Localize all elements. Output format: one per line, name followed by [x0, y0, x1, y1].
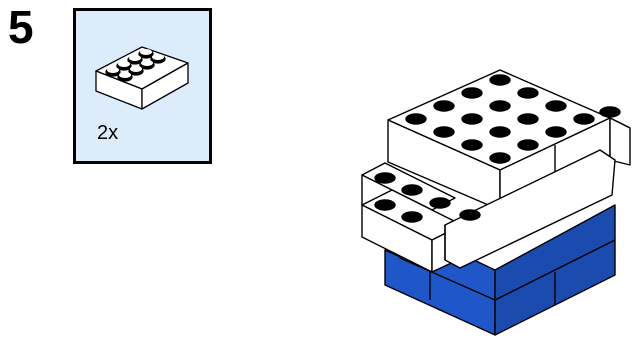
- parts-panel: 2x: [73, 8, 212, 164]
- stud-cluster: [374, 74, 621, 223]
- step-number: 5: [8, 1, 34, 53]
- parts-panel-background: [76, 11, 209, 161]
- part-quantity: 2x: [97, 122, 119, 144]
- brick-2x4-white-icon: [95, 46, 189, 110]
